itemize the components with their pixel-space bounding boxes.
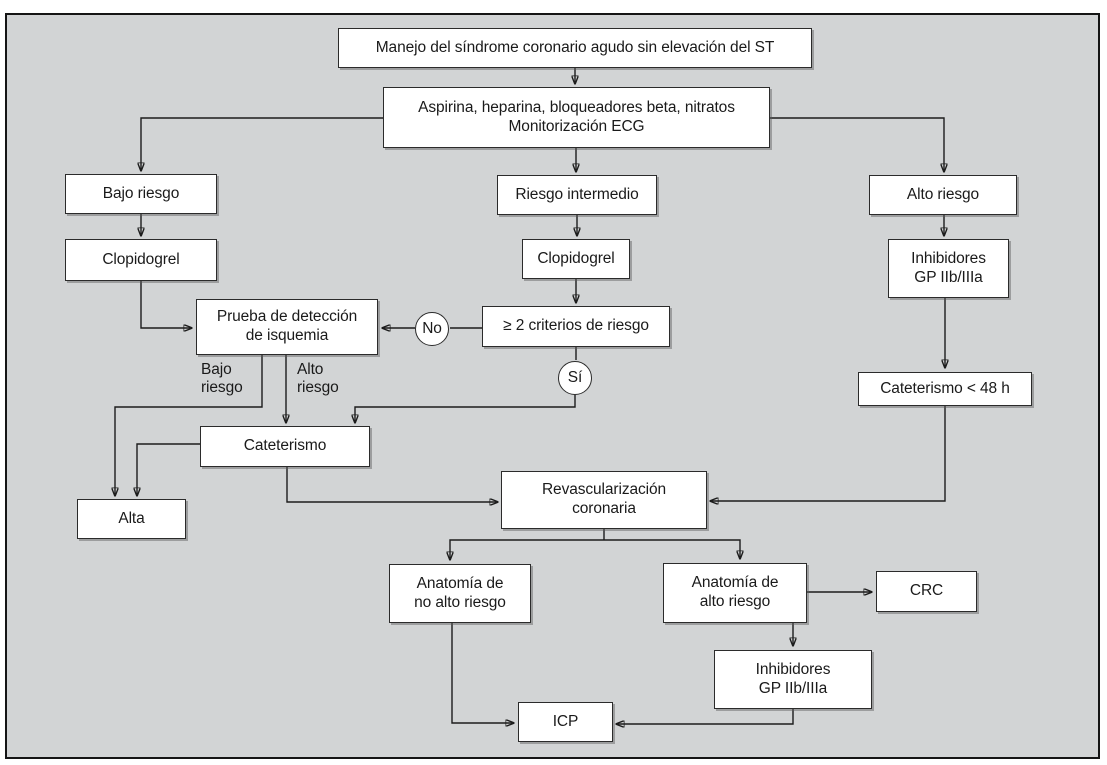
edge-label-alto-line1: Alto [297, 361, 324, 378]
node-clopidogrel-centro: Clopidogrel [522, 239, 630, 279]
node-prueba-isquemia: Prueba de detección de isquemia [196, 299, 378, 355]
node-revascularizacion-line2: coronaria [572, 500, 636, 517]
node-bajo-riesgo-label: Bajo riesgo [102, 184, 180, 202]
node-anatomia-alto-line2: alto riesgo [699, 593, 771, 610]
node-cateterismo-48h: Cateterismo < 48 h [858, 372, 1032, 406]
node-cateterismo-label: Cateterismo [243, 437, 327, 455]
decision-no-circle: No [415, 312, 449, 346]
node-crc-label: CRC [909, 582, 944, 600]
node-prueba-isquemia-line1: Prueba de detección [216, 308, 358, 326]
node-criterios-riesgo-label: ≥ 2 criterios de riesgo [503, 317, 649, 335]
node-tratamiento-line2: Monitorización ECG [508, 117, 645, 135]
node-alto-riesgo-label: Alto riesgo [906, 185, 980, 203]
node-cateterismo: Cateterismo [200, 426, 370, 467]
node-tratamiento: Aspirina, heparina, bloqueadores beta, n… [383, 87, 770, 148]
node-revascularizacion: Revascularización coronaria [501, 471, 707, 529]
node-alta-label: Alta [118, 509, 145, 527]
node-anatomia-no-alto-line2: no alto riesgo [414, 593, 506, 611]
node-icp-label: ICP [552, 712, 579, 730]
node-crc: CRC [876, 571, 977, 612]
node-clopidogrel-izquierda: Clopidogrel [65, 239, 217, 281]
node-alto-riesgo: Alto riesgo [869, 175, 1017, 215]
node-icp: ICP [518, 702, 613, 742]
node-clopidogrel-izquierda-label: Clopidogrel [102, 250, 180, 268]
node-riesgo-intermedio: Riesgo intermedio [497, 175, 657, 215]
node-bajo-riesgo: Bajo riesgo [65, 174, 217, 214]
decision-si-circle: Sí [558, 361, 592, 395]
node-inhibidores-superior-line2: GP IIb/IIIa [914, 268, 983, 286]
node-inhibidores-superior-line1: Inhibidores [911, 249, 986, 267]
node-criterios-riesgo: ≥ 2 criterios de riesgo [482, 306, 670, 347]
node-clopidogrel-centro-label: Clopidogrel [537, 249, 615, 267]
node-revascularizacion-line1: Revascularización [541, 481, 667, 499]
node-riesgo-intermedio-label: Riesgo intermedio [515, 185, 639, 203]
edge-label-bajo-line2: riesgo [201, 378, 243, 396]
edge-label-alto-riesgo: Alto riesgo [297, 361, 339, 397]
node-anatomia-alto: Anatomía de alto riesgo [663, 563, 807, 623]
node-inhibidores-inferior-line2: GP IIb/IIIa [758, 679, 828, 697]
node-inhibidores-inferior-line1: Inhibidores [755, 660, 831, 678]
node-manejo-title: Manejo del síndrome coronario agudo sin … [338, 28, 812, 68]
node-anatomia-no-alto-line1: Anatomía de [416, 574, 504, 592]
node-tratamiento-line1: Aspirina, heparina, bloqueadores beta, n… [418, 98, 735, 116]
node-alta: Alta [77, 499, 186, 539]
node-prueba-isquemia-line2: de isquemia [245, 327, 329, 344]
decision-no-label: No [422, 319, 442, 337]
node-anatomia-alto-line1: Anatomía de [691, 574, 779, 592]
node-manejo-label: Manejo del síndrome coronario agudo sin … [375, 38, 775, 56]
node-inhibidores-superior: Inhibidores GP IIb/IIIa [888, 239, 1009, 298]
edge-label-alto-line2: riesgo [297, 378, 339, 396]
node-cateterismo-48h-label: Cateterismo < 48 h [880, 379, 1010, 397]
decision-si-label: Sí [567, 368, 583, 386]
node-inhibidores-inferior: Inhibidores GP IIb/IIIa [714, 650, 872, 709]
edge-label-bajo-line1: Bajo [201, 361, 232, 378]
edge-label-bajo-riesgo: Bajo riesgo [201, 361, 243, 397]
node-anatomia-no-alto: Anatomía de no alto riesgo [389, 564, 531, 623]
